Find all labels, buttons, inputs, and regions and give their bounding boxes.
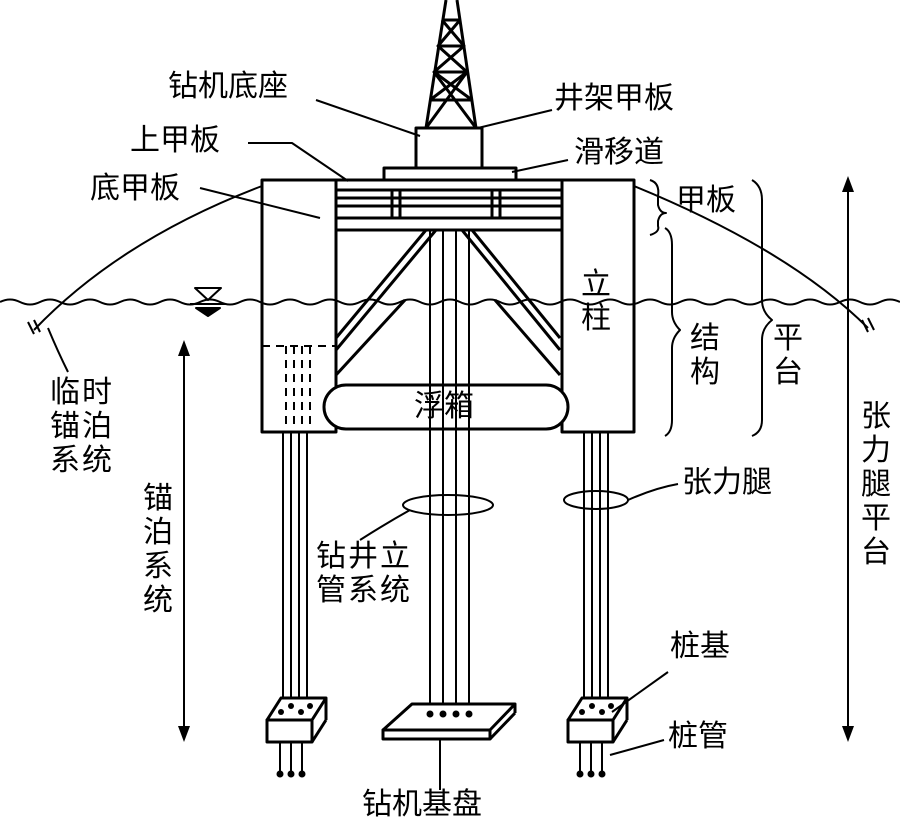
label-riser-system: 钻井立管系统 — [316, 539, 412, 608]
right-pile-dots — [576, 703, 614, 778]
right-column — [560, 178, 636, 434]
riser-ellipse — [402, 494, 494, 516]
left-pile-pipes — [279, 742, 303, 772]
left-tension-leg — [282, 432, 308, 700]
label-upper-deck: 上甲板 — [130, 123, 220, 158]
label-pile-foundation: 桩基 — [670, 629, 730, 664]
right-pile-block — [566, 696, 629, 744]
label-derrick-deck: 井架甲板 — [554, 81, 674, 116]
label-temporary-mooring: 临时锚泊系统 — [50, 375, 114, 478]
water-surface — [0, 298, 900, 306]
left-column — [260, 178, 338, 434]
drill-base-box — [414, 126, 484, 170]
drilling-risers — [429, 230, 470, 712]
label-tlp: 张力腿平台 — [861, 399, 891, 570]
left-pile-block — [265, 696, 328, 744]
leader-lines — [47, 99, 679, 790]
label-structure: 结构 — [690, 321, 720, 390]
label-pontoon: 浮箱 — [414, 389, 474, 424]
ballast-lines — [262, 345, 336, 425]
dimension-arrows — [183, 186, 849, 732]
bottom-deck-plate — [302, 216, 600, 232]
bracing — [334, 229, 562, 377]
leg-ellipse — [563, 490, 629, 510]
label-deck: 甲板 — [676, 183, 736, 218]
arrow-heads — [178, 176, 854, 742]
label-mooring-system: 锚泊系统 — [143, 481, 173, 618]
label-platform: 平台 — [773, 321, 803, 390]
water-level-icon — [190, 287, 226, 317]
deck-frame — [336, 178, 562, 218]
label-drill-template: 钻机基盘 — [362, 787, 482, 822]
label-column: 立柱 — [581, 267, 611, 336]
label-drill-base: 钻机底座 — [168, 69, 288, 104]
label-pile-pipe: 桩管 — [668, 719, 728, 754]
left-pile-dots — [276, 703, 313, 778]
pontoon-shape — [322, 383, 570, 431]
right-tension-leg — [583, 432, 609, 700]
label-tension-leg: 张力腿 — [682, 465, 772, 500]
template-dots — [426, 710, 473, 718]
drill-template-plate — [381, 702, 517, 741]
right-pile-pipes — [579, 742, 603, 772]
derrick — [424, 0, 478, 129]
temporary-mooring-lines — [27, 185, 875, 335]
braces — [649, 179, 773, 437]
skid-way-rail — [382, 166, 518, 182]
label-bottom-deck: 底甲板 — [90, 171, 180, 206]
label-skid-way: 滑移道 — [574, 135, 664, 170]
